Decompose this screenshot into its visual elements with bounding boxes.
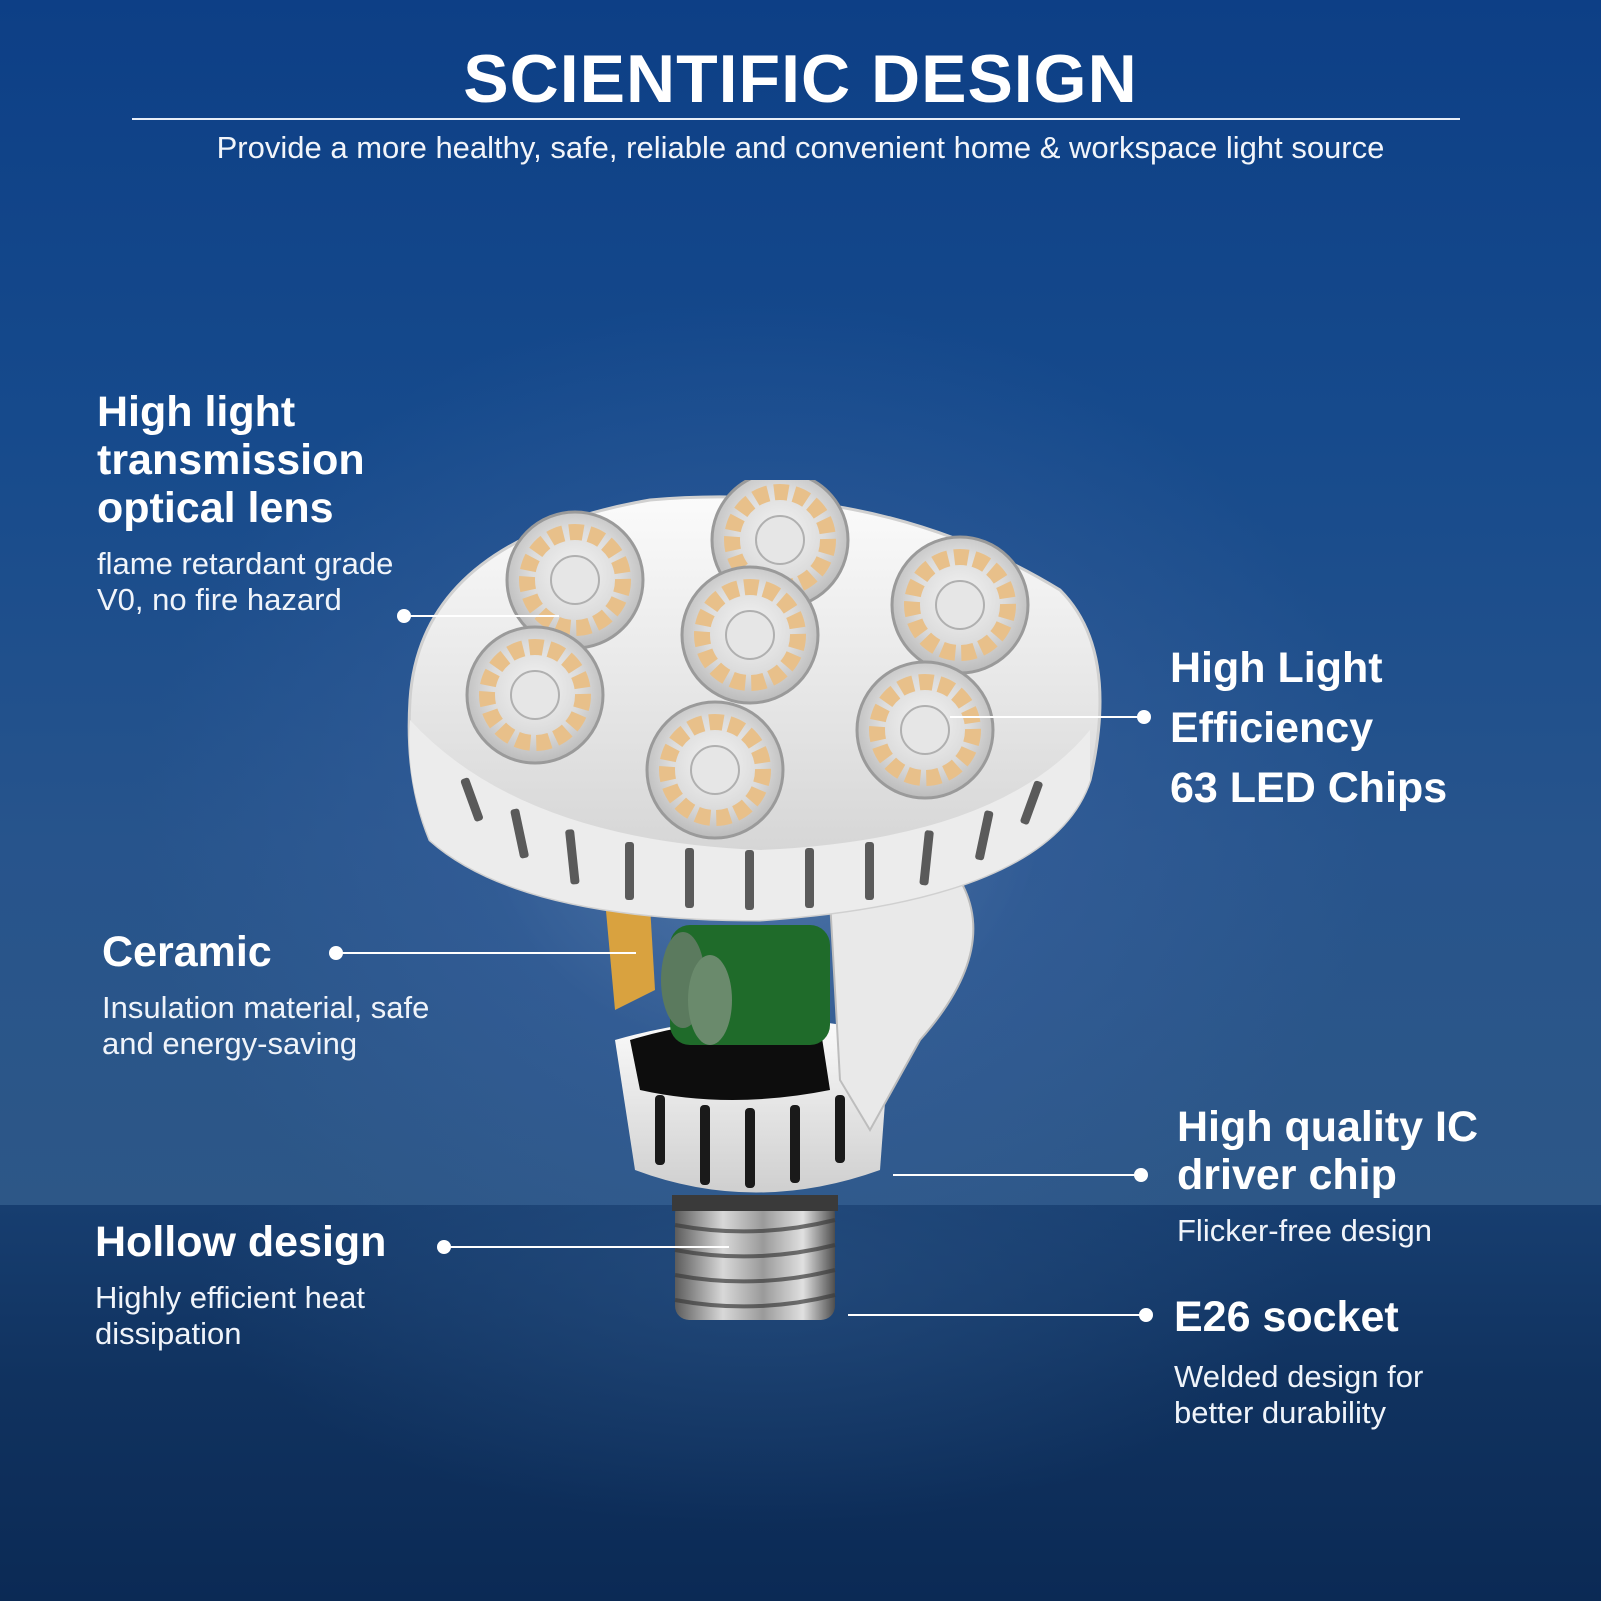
callout-heading: E26 socket	[1174, 1293, 1399, 1341]
side-fins	[828, 878, 975, 1132]
callout-description: Flicker-free design	[1177, 1213, 1432, 1248]
callout-heading: High light transmission optical lens	[97, 388, 365, 532]
led-module	[855, 660, 995, 800]
callout-description: Highly efficient heat dissipation	[95, 1280, 365, 1351]
led-module	[465, 625, 605, 765]
title-divider	[132, 118, 1460, 120]
page-subtitle: Provide a more healthy, safe, reliable a…	[216, 130, 1385, 165]
leader-dot	[1137, 710, 1151, 724]
callout-hollow-design: Hollow design Highly efficient heat diss…	[95, 1218, 386, 1352]
callout-heading: High quality IC driver chip	[1177, 1103, 1478, 1199]
leader-line-lens	[404, 615, 559, 617]
led-module	[890, 535, 1030, 675]
leader-line-efficiency	[950, 716, 1140, 718]
page-title: SCIENTIFIC DESIGN	[463, 41, 1138, 117]
leader-line-hollow	[444, 1246, 729, 1248]
led-modules	[465, 480, 1030, 840]
callout-description: Insulation material, safe and energy-sav…	[102, 990, 430, 1061]
callout-heading: Ceramic	[102, 928, 272, 976]
callout-description: flame retardant grade V0, no fire hazard	[97, 546, 394, 617]
driver-board	[661, 925, 830, 1045]
leader-line-ic-chip	[893, 1174, 1138, 1176]
callout-ic-driver-chip: High quality IC driver chip Flicker-free…	[1177, 1103, 1478, 1249]
leader-dot	[1134, 1168, 1148, 1182]
leader-dot	[1139, 1308, 1153, 1322]
callout-description: Welded design for better durability	[1174, 1359, 1424, 1430]
led-module	[680, 565, 820, 705]
ceramic-insulator	[605, 900, 655, 1010]
led-bulb-illustration	[407, 480, 1102, 1320]
callout-e26-socket: E26 socket Welded design for better dura…	[1174, 1293, 1423, 1431]
led-module	[645, 700, 785, 840]
callout-heading: Hollow design	[95, 1218, 387, 1266]
callout-light-efficiency: High Light Efficiency 63 LED Chips	[1170, 638, 1447, 818]
callout-heading: High Light Efficiency 63 LED Chips	[1170, 644, 1448, 812]
callout-ceramic: Ceramic Insulation material, safe and en…	[102, 928, 429, 1062]
leader-line-ceramic	[336, 952, 636, 954]
e26-thread	[672, 1195, 838, 1320]
leader-line-socket	[848, 1314, 1143, 1316]
led-module	[505, 510, 645, 650]
callout-optical-lens: High light transmission optical lens fla…	[97, 388, 393, 618]
